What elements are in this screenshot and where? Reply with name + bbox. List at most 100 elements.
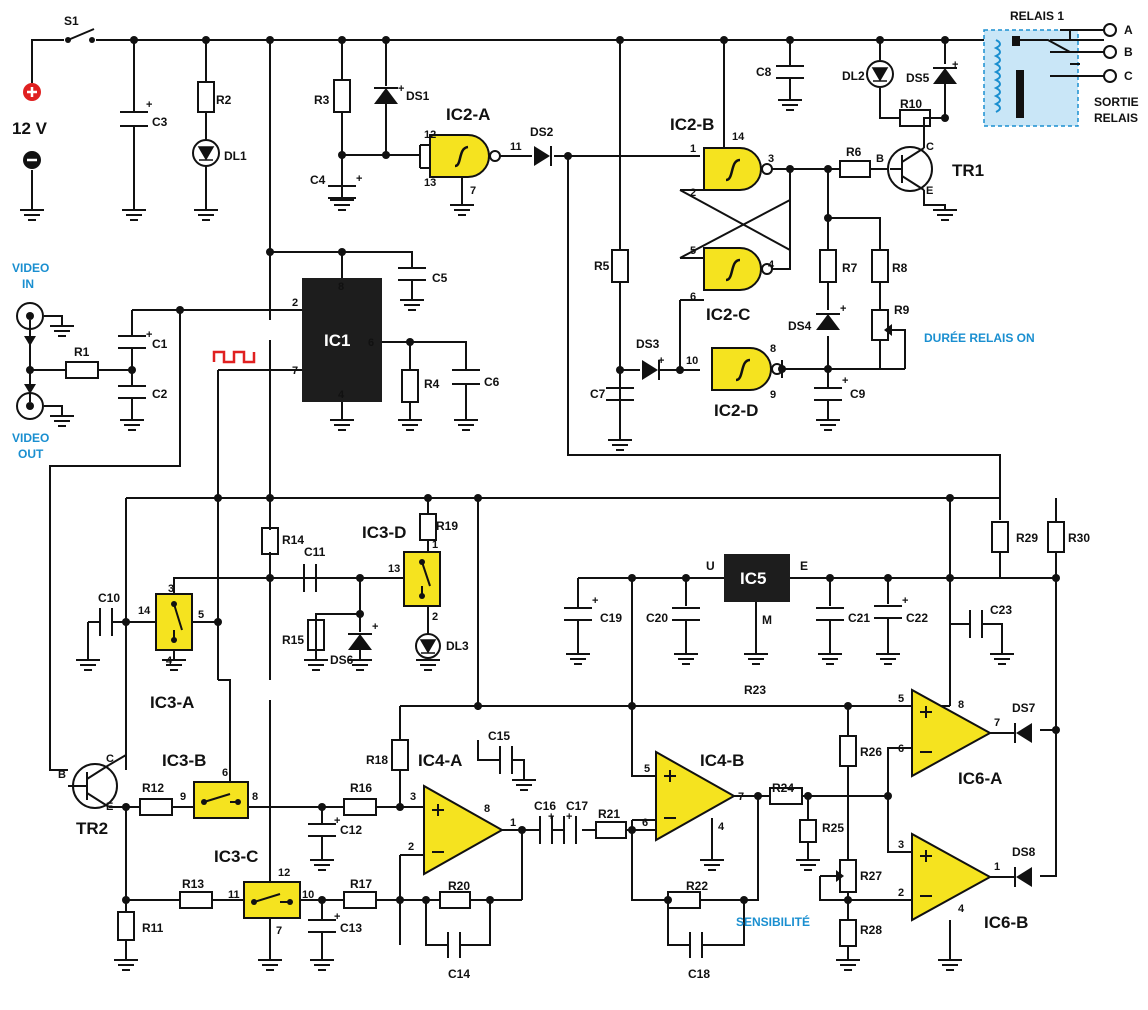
polarity-plus: + <box>840 303 846 315</box>
ground-icon <box>50 325 74 337</box>
relay-terminal-c-icon <box>1103 69 1117 83</box>
ground-icon <box>348 659 372 671</box>
ic5-pin-m: M <box>762 613 772 627</box>
pin-number: 6 <box>642 817 648 829</box>
pin-number: 3 <box>168 583 174 595</box>
pin-number: 1 <box>994 861 1000 873</box>
polarity-plus: + <box>902 595 908 607</box>
pin-number: 1 <box>432 539 438 551</box>
pin-number: 3 <box>768 153 774 165</box>
pin-number: 4 <box>338 389 345 401</box>
ground-icon <box>674 653 698 665</box>
polarity-plus: + <box>566 811 572 823</box>
ic3c-switch <box>243 881 301 919</box>
pin-number: 9 <box>770 389 776 401</box>
part-label: R28 <box>860 923 882 937</box>
part-label: C22 <box>906 611 928 625</box>
ground-icon <box>816 419 840 431</box>
ic4a-opamp <box>423 784 505 876</box>
part-label: R26 <box>860 745 882 759</box>
ic2a-label: IC2-A <box>446 105 490 124</box>
transistor-tr2 <box>68 763 118 809</box>
ic2a-gate <box>429 134 501 178</box>
part-label: R9 <box>894 303 910 317</box>
pin-number: 11 <box>510 141 522 153</box>
ground-icon <box>796 859 820 871</box>
polarity-plus: + <box>372 621 378 633</box>
part-label: C19 <box>600 611 622 625</box>
pulse-waveform-icon <box>212 350 256 364</box>
ground-icon <box>778 99 802 111</box>
part-label: R25 <box>822 821 844 835</box>
ground-icon <box>566 653 590 665</box>
part-label: R13 <box>182 877 204 891</box>
ic2d-gate <box>711 347 783 391</box>
ground-icon <box>330 199 354 211</box>
part-label: R16 <box>350 781 372 795</box>
ic5-pin-e: E <box>800 559 808 573</box>
pin-number: 2 <box>408 841 414 853</box>
pin-number: 5 <box>644 763 650 775</box>
part-label: R14 <box>282 533 304 547</box>
ic2c-label: IC2-C <box>706 305 750 324</box>
polarity-plus: + <box>398 83 404 95</box>
relay-terminal-a-icon <box>1103 23 1117 37</box>
part-label: C21 <box>848 611 870 625</box>
part-label: R11 <box>142 921 164 935</box>
part-label: DL2 <box>842 69 865 83</box>
part-label: C7 <box>590 387 606 401</box>
part-label: C15 <box>488 729 510 743</box>
part-label: R10 <box>900 97 922 111</box>
part-label: DS7 <box>1012 701 1036 715</box>
ic6b-label: IC6-B <box>984 913 1028 932</box>
ic5-label: IC5 <box>740 569 766 588</box>
ground-icon <box>818 653 842 665</box>
part-label: R3 <box>314 93 330 107</box>
ground-icon <box>836 959 860 971</box>
junction-dots <box>26 36 1060 904</box>
pin-number: 9 <box>180 791 186 803</box>
part-label: R22 <box>686 879 708 893</box>
ic3d-label: IC3-D <box>362 523 406 542</box>
pin-number: 5 <box>690 245 696 257</box>
pin-number: 13 <box>388 563 400 575</box>
pin-number: 11 <box>228 889 240 901</box>
part-label: R21 <box>598 807 620 821</box>
relay-output-line1: SORTIE <box>1094 95 1139 109</box>
part-label: DS2 <box>530 125 554 139</box>
ic3c-label: IC3-C <box>214 847 258 866</box>
polarity-plus: + <box>548 811 554 823</box>
part-label: DS8 <box>1012 845 1036 859</box>
part-label: R1 <box>74 345 90 359</box>
ic2b-label: IC2-B <box>670 115 714 134</box>
ic2c-gate <box>703 247 773 291</box>
tr2-pin-b: B <box>58 769 66 781</box>
part-label: R15 <box>282 633 304 647</box>
ic3a-switch <box>155 593 193 651</box>
part-label: R5 <box>594 259 610 273</box>
pin-number: 7 <box>994 717 1000 729</box>
pin-number: 7 <box>470 185 476 197</box>
s1-label: S1 <box>64 14 79 28</box>
ground-icon <box>114 959 138 971</box>
part-label: C18 <box>688 967 710 981</box>
ic4b-opamp <box>655 750 737 842</box>
ic1-label: IC1 <box>324 331 350 350</box>
part-label: DS5 <box>906 71 930 85</box>
video-in-line1: VIDEO <box>12 261 49 275</box>
part-label: C6 <box>484 375 500 389</box>
relay-terminal-b-icon <box>1103 45 1117 59</box>
pin-number: 5 <box>198 609 204 621</box>
part-label: C20 <box>646 611 668 625</box>
video-out-line1: VIDEO <box>12 431 49 445</box>
part-label: DL1 <box>224 149 247 163</box>
ground-icon <box>76 659 100 671</box>
part-label: C8 <box>756 65 772 79</box>
pin-number: 7 <box>276 925 282 937</box>
pin-number: 4 <box>958 903 965 915</box>
duration-label: DURÉE RELAIS ON <box>924 330 1035 345</box>
pin-number: 10 <box>302 889 314 901</box>
part-label: DS6 <box>330 653 354 667</box>
